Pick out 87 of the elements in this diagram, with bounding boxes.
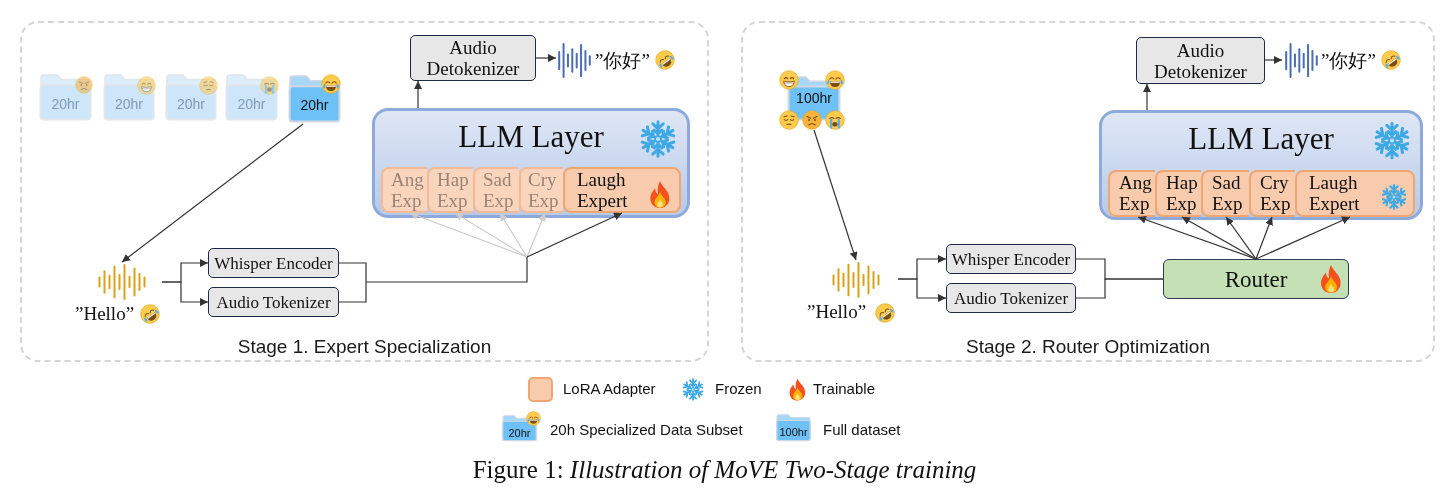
adapter-label: Laugh Expert	[577, 169, 629, 211]
box-label: Audio Detokenizer	[1153, 39, 1248, 82]
process-box	[208, 287, 339, 317]
dataset-folder	[287, 73, 342, 124]
speech-text: ”你好”	[1321, 50, 1376, 72]
folder-label: 100hr	[778, 426, 809, 439]
arrow	[526, 212, 623, 258]
box-label: Audio Detokenizer	[425, 37, 521, 79]
adapter-label: Sad Exp	[483, 169, 515, 211]
process-box	[208, 248, 339, 278]
adapter-block	[1295, 170, 1415, 217]
legend-label: LoRA Adapter	[563, 380, 656, 398]
speech-text: ”Hello”	[807, 301, 867, 323]
folder-label: 20hr	[507, 427, 532, 440]
process-box	[946, 283, 1076, 313]
layer-title: LLM Layer	[458, 119, 604, 155]
arrow	[897, 278, 947, 302]
connector-line	[365, 256, 528, 283]
arrow	[1255, 216, 1273, 260]
connector-line	[338, 281, 367, 303]
router-box	[1163, 259, 1349, 299]
dataset-folder	[38, 72, 93, 122]
legend-label: Trainable	[813, 380, 875, 398]
stage-panel	[20, 21, 709, 362]
folder-label: 20hr	[299, 97, 330, 113]
adapter-block	[563, 167, 681, 213]
adapter-label: Hap Exp	[1166, 172, 1199, 214]
process-box	[410, 35, 536, 81]
arrow	[1225, 216, 1257, 260]
connector-line	[1075, 278, 1164, 299]
adapter-block	[473, 167, 519, 213]
panel-title: Stage 1. Expert Specialization	[237, 336, 492, 358]
arrow	[1181, 216, 1257, 260]
adapter-label: Ang Exp	[1119, 172, 1153, 214]
adapter-label: Ang Exp	[391, 169, 425, 211]
connector-line	[338, 262, 367, 283]
adapter-block	[519, 167, 563, 213]
layer-block	[1099, 110, 1423, 220]
folder-label: 20hr	[176, 96, 206, 112]
adapter-block	[427, 167, 473, 213]
box-label: Audio Tokenizer	[216, 292, 331, 312]
arrow	[121, 123, 304, 263]
figure-caption: Figure 1: Illustration of MoVE Two-Stage training	[472, 455, 977, 485]
folder-label: 20hr	[114, 96, 144, 112]
folder-label: 20hr	[50, 96, 81, 112]
arrow	[535, 54, 557, 62]
adapter-block	[1155, 170, 1201, 217]
adapter-label: Cry Exp	[528, 169, 560, 211]
arrow	[161, 281, 209, 306]
arrow	[1143, 83, 1151, 111]
legend-label: Frozen	[715, 380, 762, 398]
adapter-block	[1108, 170, 1155, 217]
adapter-label: Sad Exp	[1212, 172, 1244, 214]
speech-text: ”Hello”	[75, 303, 135, 325]
dataset-folder	[164, 72, 218, 122]
dataset-folder	[224, 72, 279, 122]
panel-title: Stage 2. Router Optimization	[966, 336, 1210, 358]
legend-label: 20h Specialized Data Subset	[550, 421, 743, 439]
arrow	[454, 212, 528, 258]
dataset-folder	[102, 72, 156, 122]
arrow	[499, 212, 528, 258]
box-label: Audio Tokenizer	[953, 288, 1069, 308]
arrow	[1264, 56, 1283, 64]
adapter-label: Hap Exp	[437, 169, 470, 211]
process-box	[1136, 37, 1265, 84]
adapter-block	[1249, 170, 1295, 217]
arrow	[409, 212, 528, 258]
adapter-block	[1201, 170, 1249, 217]
layer-block	[372, 108, 690, 218]
arrow	[1137, 215, 1257, 260]
adapter-label: Laugh Expert	[1309, 172, 1361, 214]
speech-text: ”你好”	[595, 50, 650, 72]
box-label: Router	[1224, 266, 1288, 292]
layer-title: LLM Layer	[1188, 121, 1334, 157]
arrow	[526, 212, 546, 258]
box-label: Whisper Encoder	[951, 249, 1071, 269]
stage-panel	[741, 21, 1435, 362]
box-label: Whisper Encoder	[214, 253, 333, 273]
dataset-folder	[779, 70, 845, 130]
arrow	[1255, 216, 1351, 260]
adapter-block	[381, 167, 427, 213]
folder-label: 20hr	[236, 96, 267, 112]
adapter-label: Cry Exp	[1260, 172, 1292, 214]
arrow	[414, 80, 422, 109]
legend-label: Full dataset	[823, 421, 901, 439]
arrow	[813, 129, 858, 261]
folder-label: 100hr	[795, 90, 833, 106]
